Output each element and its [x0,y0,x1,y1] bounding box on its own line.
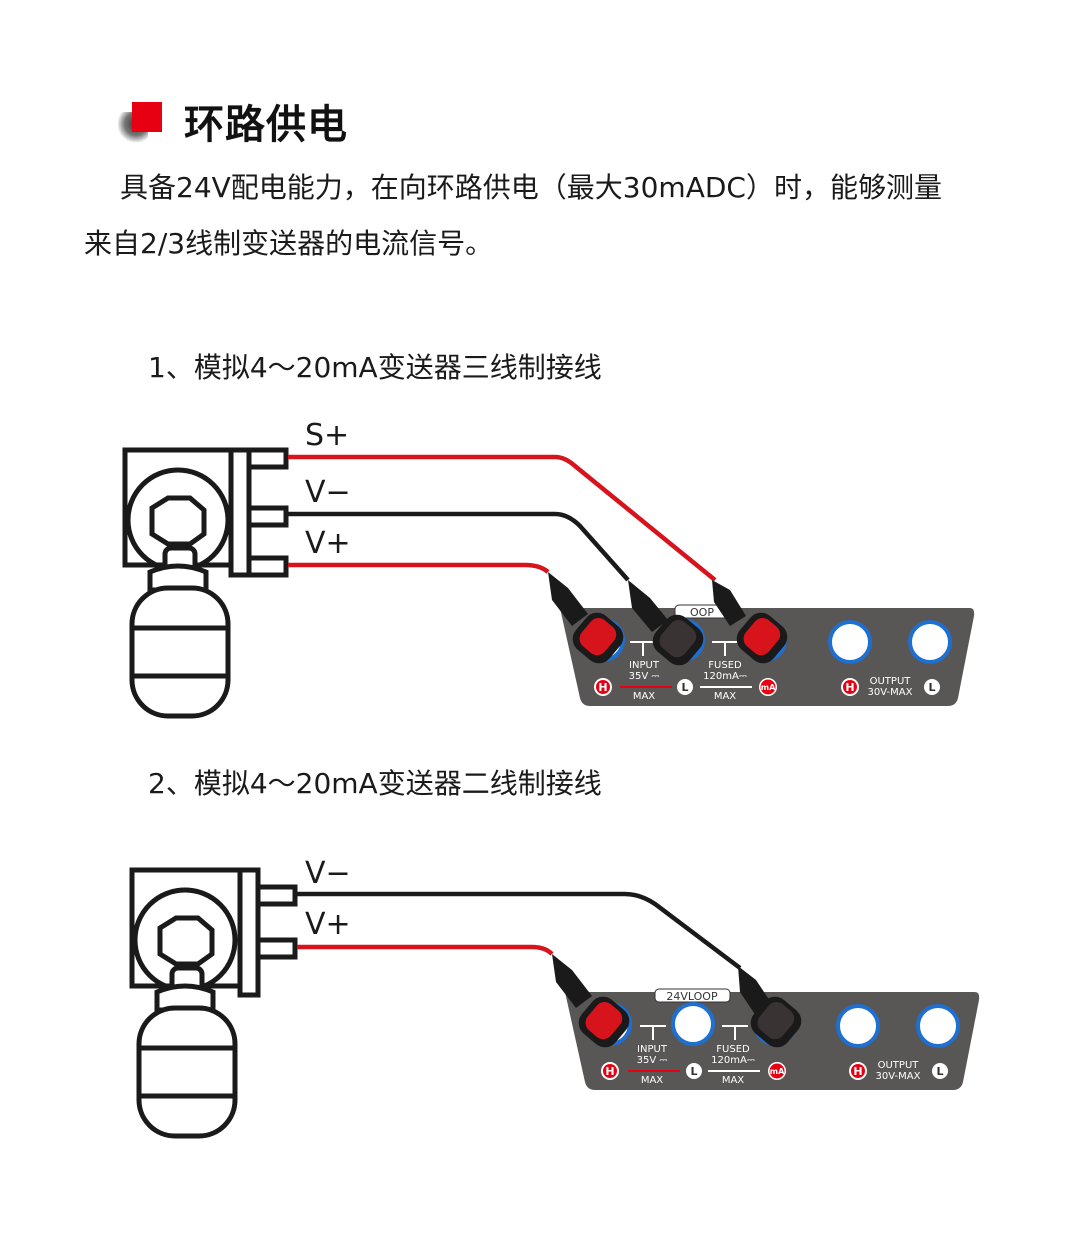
wires [288,454,717,582]
ma-badge-icon: mA [759,678,777,696]
h-output-badge-icon: H [849,1062,867,1080]
diagram2-title: 2、模拟4～20mA变送器二线制接线 [148,767,602,800]
label-v-plus: V+ [305,526,351,561]
svg-text:120mA⎓: 120mA⎓ [703,671,747,682]
svg-text:OUTPUT: OUTPUT [870,676,912,687]
svg-text:mA: mA [761,683,776,692]
svg-text:OUTPUT: OUTPUT [878,1060,920,1071]
svg-text:H: H [605,1065,614,1078]
svg-text:30V-MAX: 30V-MAX [868,687,913,698]
wires [297,891,742,970]
transmitter-icon [122,447,252,719]
svg-text:H: H [598,681,607,694]
jack-h-output [836,1004,880,1048]
svg-text:MAX: MAX [722,1075,744,1086]
probe-black-common [628,580,704,666]
transmitter-terminals [246,447,289,578]
svg-text:35V ⎓: 35V ⎓ [629,671,660,682]
l-output-badge-icon: L [924,679,940,695]
svg-text:FUSED: FUSED [708,660,742,671]
svg-text:H: H [853,1065,862,1078]
h-badge-icon: H [601,1062,619,1080]
svg-text:L: L [936,1065,943,1078]
loop-label: OOP [690,606,714,619]
svg-text:INPUT: INPUT [629,660,660,671]
section-title: 环路供电 [184,102,348,148]
transmitter-terminals [255,884,298,960]
wire-v-plus [288,562,550,574]
jack-l-output [908,620,952,664]
label-s-plus: S+ [305,420,349,453]
wire-s-plus [288,454,717,582]
svg-text:INPUT: INPUT [637,1044,668,1055]
label-v-minus: V− [305,856,351,891]
svg-text:30V-MAX: 30V-MAX [876,1071,921,1082]
jack-h-output [828,620,872,664]
wire-v-minus [288,511,630,582]
transmitter-icon [129,867,261,1139]
label-v-plus: V+ [305,907,351,942]
l-output-badge-icon: L [932,1063,948,1079]
svg-text:FUSED: FUSED [716,1044,750,1055]
description: 具备24V配电能力，在向环路供电（最大30mADC）时，能够测量 来自2/3线制… [84,160,1004,272]
diagram1-three-wire: S+ V− V+ OOP INPUT 35V ⎓ MAX FUSED 12 [122,420,975,719]
svg-text:H: H [845,681,854,694]
svg-text:L: L [928,681,935,694]
wire-v-plus [297,944,554,956]
description-line-2: 来自2/3线制变送器的电流信号。 [84,227,494,260]
diagram1-title: 1、模拟4～20mA变送器三线制接线 [148,351,602,384]
loop-label: 24VLOOP [666,990,718,1003]
svg-text:120mA⎓: 120mA⎓ [711,1055,755,1066]
svg-text:MAX: MAX [714,691,736,702]
h-output-badge-icon: H [841,678,859,696]
svg-text:L: L [690,1065,697,1078]
svg-text:L: L [681,681,688,694]
terminal-labels: V− V+ [305,856,351,942]
jack-l-common [671,1002,715,1046]
probe-red-input [548,572,624,664]
ma-badge-icon: mA [768,1062,786,1080]
wire-v-minus [297,891,742,970]
l-badge-icon: L [677,679,693,695]
section-heading: 环路供电 [118,92,348,150]
description-line-1: 具备24V配电能力，在向环路供电（最大30mADC）时，能够测量 [120,171,942,204]
h-badge-icon: H [594,678,612,696]
probe-red-ma [712,580,788,664]
jack-l-output [916,1004,960,1048]
heading-marker-icon [118,98,164,144]
diagram2-two-wire: V− V+ 24VLOOP INPUT 35V ⎓ MAX FUSED 120m… [129,856,980,1139]
probe-red-input [552,954,630,1048]
svg-text:MAX: MAX [633,691,655,702]
svg-text:mA: mA [770,1067,785,1076]
svg-text:35V ⎓: 35V ⎓ [637,1055,668,1066]
svg-text:MAX: MAX [641,1075,663,1086]
probe-black-ma [738,966,802,1048]
label-v-minus: V− [305,475,351,510]
terminal-labels: S+ V− V+ [305,420,351,561]
l-badge-icon: L [686,1063,702,1079]
